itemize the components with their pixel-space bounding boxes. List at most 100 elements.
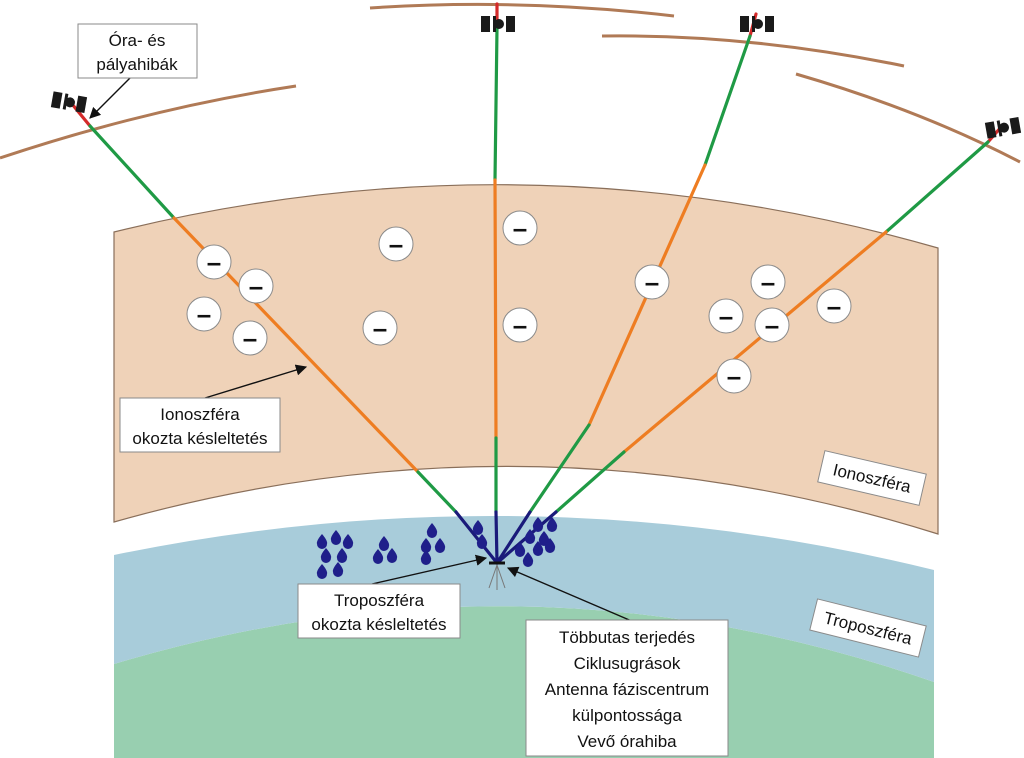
receiver-errors-label: Többutas terjedés Ciklusugrások Antenna … bbox=[525, 619, 729, 757]
receiver-error-cycle-slips: Ciklusugrások bbox=[574, 654, 681, 673]
signal-1-troposphere bbox=[454, 510, 499, 565]
raindrop-icon bbox=[336, 548, 348, 563]
raindrop-icon bbox=[476, 534, 488, 549]
svg-text:–: – bbox=[513, 213, 527, 243]
receiver-error-multipath: Többutas terjedés bbox=[559, 628, 695, 647]
troposphere-delay-label: Troposzféra okozta késleltetés bbox=[297, 583, 461, 639]
orbit-arc-1 bbox=[0, 84, 297, 160]
raindrop-icon bbox=[434, 538, 446, 553]
raindrop-icon bbox=[538, 531, 550, 546]
satellite-icon bbox=[481, 16, 515, 32]
electron-icon: – bbox=[196, 244, 232, 280]
raindrop-icon bbox=[420, 538, 432, 553]
signal-1-lower bbox=[416, 470, 458, 514]
svg-text:–: – bbox=[765, 310, 779, 340]
electron-icon: – bbox=[502, 210, 538, 246]
troposphere-delay-line-1: Troposzféra bbox=[334, 591, 425, 610]
orbit-arc-3 bbox=[601, 34, 905, 68]
raindrop-icon bbox=[546, 517, 558, 532]
signal-2-free-space bbox=[493, 26, 499, 182]
ionosphere-layer bbox=[113, 184, 939, 535]
svg-text:–: – bbox=[719, 301, 733, 331]
raindrop-icon bbox=[544, 538, 556, 553]
signal-4-free-space bbox=[884, 140, 990, 234]
svg-text:–: – bbox=[727, 361, 741, 391]
electron-icon: – bbox=[754, 307, 790, 343]
satellite-icon bbox=[740, 16, 774, 32]
satellite-icon bbox=[984, 116, 1022, 139]
electron-icon: – bbox=[502, 307, 538, 343]
svg-text:–: – bbox=[197, 299, 211, 329]
electron-icon: – bbox=[378, 226, 414, 262]
raindrop-icon bbox=[426, 523, 438, 538]
signal-4-lower bbox=[554, 450, 626, 514]
raindrop-icon bbox=[386, 548, 398, 563]
electron-icon: – bbox=[750, 264, 786, 300]
ionosphere-label: Ionoszféra bbox=[817, 450, 927, 506]
signal-3-troposphere bbox=[495, 510, 532, 565]
signal-3-lower bbox=[528, 423, 591, 514]
orbit-arc-4 bbox=[795, 72, 1021, 164]
raindrop-icon bbox=[532, 541, 544, 556]
raindrop-icon bbox=[372, 549, 384, 564]
ionosphere-electrons: – – – – – – – – – – – – – – bbox=[186, 210, 852, 394]
raindrop-icon bbox=[316, 564, 328, 579]
electron-icon: – bbox=[634, 264, 670, 300]
callout-arrows bbox=[89, 75, 635, 623]
signal-1-clock-error bbox=[70, 102, 92, 128]
electron-icon: – bbox=[362, 310, 398, 346]
raindrop-icon bbox=[420, 550, 432, 565]
signal-4-ionosphere bbox=[622, 230, 888, 454]
raindrop-icon bbox=[342, 534, 354, 549]
arrow-troposphere-delay bbox=[371, 554, 488, 585]
svg-text:–: – bbox=[513, 310, 527, 340]
signal-2-ionosphere bbox=[493, 178, 498, 440]
earth-ground bbox=[114, 606, 934, 758]
receiver-error-phase-center-2: külpontossága bbox=[572, 706, 682, 725]
satellite-orbits bbox=[0, 2, 1021, 164]
signal-3-free-space bbox=[703, 34, 752, 167]
raindrop-icon bbox=[472, 520, 484, 535]
svg-text:–: – bbox=[645, 267, 659, 297]
receiver-error-phase-center-1: Antenna fáziscentrum bbox=[545, 680, 709, 699]
electron-icon: – bbox=[716, 358, 752, 394]
troposphere-layer bbox=[114, 515, 934, 682]
svg-text:–: – bbox=[827, 291, 841, 321]
electron-icon: – bbox=[238, 268, 274, 304]
raindrop-icon bbox=[532, 517, 544, 532]
signal-2-troposphere bbox=[494, 510, 499, 565]
electron-icon: – bbox=[816, 288, 852, 324]
svg-text:–: – bbox=[243, 323, 257, 353]
raindrop-icon bbox=[316, 534, 328, 549]
raindrop-icon bbox=[332, 562, 344, 577]
raindrop-icon bbox=[330, 530, 342, 545]
troposphere-raindrops bbox=[316, 517, 558, 579]
signal-1-free-space bbox=[88, 124, 176, 220]
raindrop-icon bbox=[514, 542, 526, 557]
orbit-arc-2 bbox=[369, 2, 675, 18]
orbit-errors-label: Óra- és pályahibák bbox=[77, 23, 198, 79]
svg-text:–: – bbox=[761, 267, 775, 297]
orbit-errors-line-1: Óra- és bbox=[109, 31, 166, 50]
electron-icon: – bbox=[232, 320, 268, 356]
ionosphere-delay-line-1: Ionoszféra bbox=[160, 405, 240, 424]
raindrop-icon bbox=[522, 552, 534, 567]
raindrop-icon bbox=[524, 529, 536, 544]
arrow-ionosphere-delay bbox=[204, 364, 308, 399]
svg-text:–: – bbox=[207, 247, 221, 277]
electron-icon: – bbox=[708, 298, 744, 334]
raindrop-icon bbox=[378, 536, 390, 551]
arrow-receiver-errors bbox=[506, 566, 635, 623]
orbit-errors-line-2: pályahibák bbox=[96, 55, 178, 74]
receiver-error-clock: Vevő órahiba bbox=[577, 732, 677, 751]
electron-icon: – bbox=[186, 296, 222, 332]
satellite-icon bbox=[50, 91, 88, 114]
svg-text:–: – bbox=[249, 271, 263, 301]
raindrop-icon bbox=[320, 548, 332, 563]
arrow-orbit-errors bbox=[89, 75, 133, 119]
troposphere-delay-line-2: okozta késleltetés bbox=[311, 615, 446, 634]
svg-text:–: – bbox=[373, 313, 387, 343]
svg-text:–: – bbox=[389, 229, 403, 259]
ionosphere-delay-line-2: okozta késleltetés bbox=[132, 429, 267, 448]
